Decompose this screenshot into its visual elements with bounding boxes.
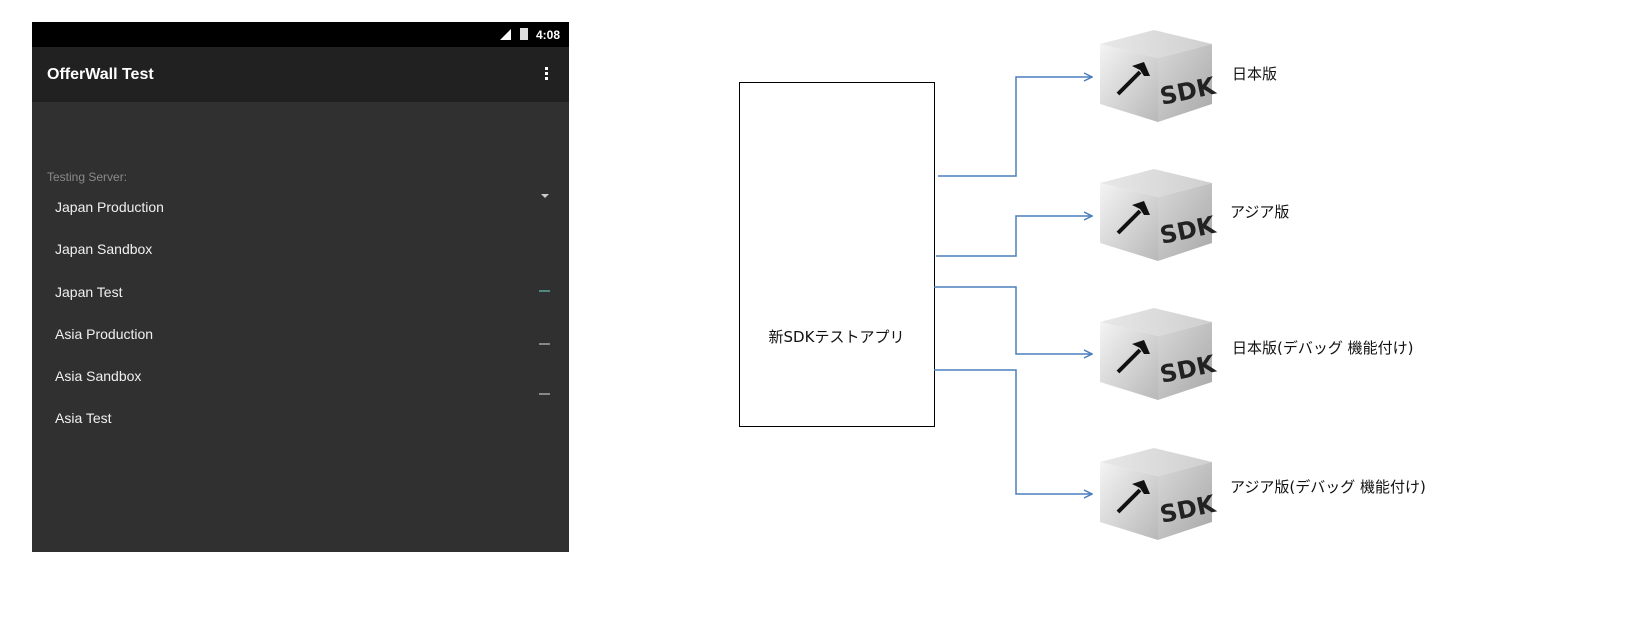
target-label: 日本版(デバッグ 機能付け) — [1232, 339, 1414, 357]
arrow-japan-debug — [934, 286, 1092, 354]
app-box-label: 新SDKテストアプリ — [768, 328, 905, 346]
server-option[interactable]: Japan Production — [55, 199, 164, 215]
divider — [539, 393, 550, 395]
target-label: アジア版(デバッグ 機能付け) — [1230, 478, 1426, 496]
divider — [539, 343, 550, 345]
arrow-asia — [936, 216, 1092, 257]
sdk-box-icon: SDK — [1098, 306, 1219, 402]
arrow-asia-debug — [934, 369, 1092, 494]
app-box — [739, 82, 935, 427]
status-bar: 4:08 — [32, 22, 569, 47]
server-option[interactable]: Japan Sandbox — [55, 241, 153, 257]
server-option[interactable]: Asia Test — [55, 410, 112, 426]
arrow-japan — [938, 77, 1092, 177]
target-label: 日本版 — [1232, 65, 1278, 83]
testing-server-label: Testing Server: — [47, 170, 128, 184]
sdk-box-icon: SDK — [1098, 28, 1219, 124]
battery-icon — [520, 28, 528, 40]
status-time: 4:08 — [535, 28, 560, 42]
sdk-box-icon: SDK — [1098, 167, 1219, 263]
app-bar: OfferWall Test — [32, 47, 569, 102]
app-title: OfferWall Test — [47, 66, 154, 83]
dropdown-caret-icon[interactable] — [541, 194, 549, 198]
sdk-box-icon: SDK — [1098, 446, 1219, 542]
server-option[interactable]: Asia Production — [55, 326, 154, 342]
target-label: アジア版 — [1230, 203, 1290, 221]
server-option[interactable]: Asia Sandbox — [55, 368, 142, 384]
android-screenshot: 4:08 OfferWall Test Testing Server: Japa… — [32, 22, 569, 552]
overflow-menu-icon[interactable] — [545, 67, 549, 82]
server-option[interactable]: Japan Test — [55, 284, 123, 300]
connector-lines — [934, 77, 1092, 494]
divider — [539, 290, 550, 292]
signal-icon — [500, 29, 511, 40]
